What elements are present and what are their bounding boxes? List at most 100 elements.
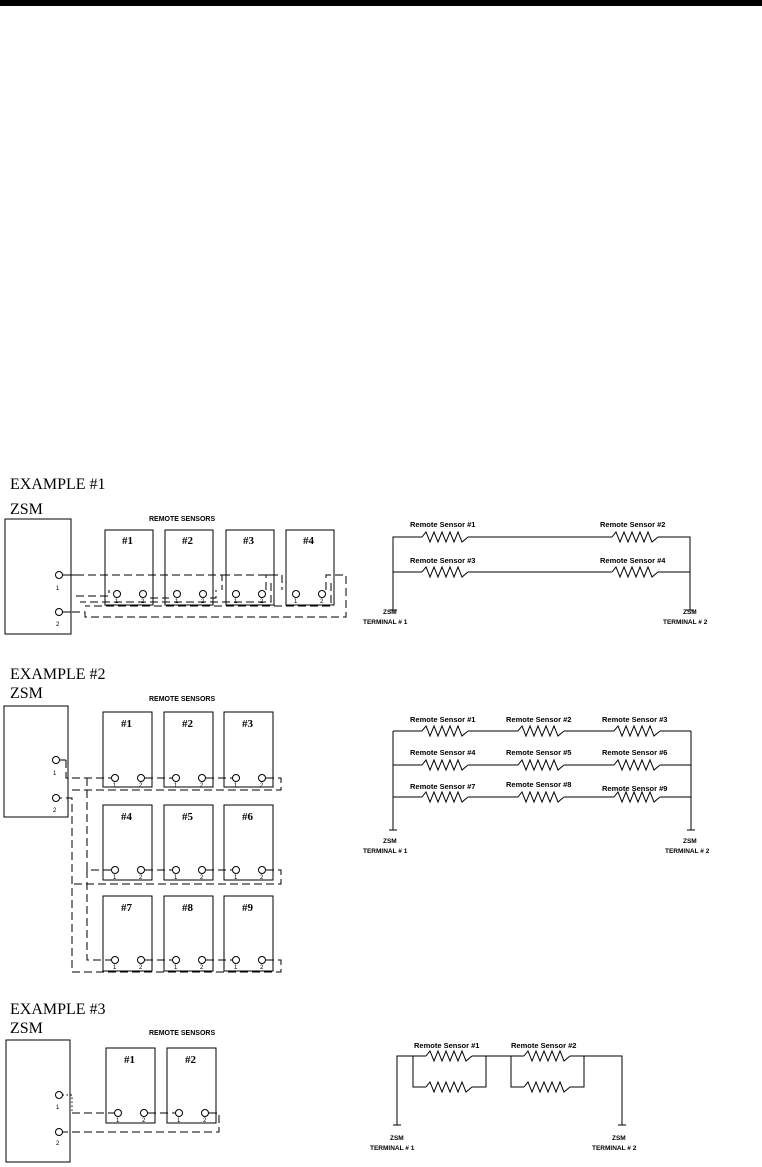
example-2: EXAMPLE #2 ZSM 1 2 REMOTE SENSORS #1 #2 …: [3, 666, 710, 973]
example-3-s1-terminal-2: [140, 1109, 148, 1117]
example-2-sch-r2-c1: Remote Sensor #4: [410, 748, 476, 757]
example-2-s7-pin-1: 1: [113, 965, 117, 971]
example-2-sensor-8: [163, 895, 214, 972]
example-2-s8-terminal-2: [198, 956, 206, 964]
example-1-sensor-2-label: #2: [182, 535, 194, 547]
example-2-s2-pin-1: 1: [174, 783, 178, 789]
example-1-s2-terminal-2: [199, 590, 207, 598]
example-1-sensor-2: [164, 529, 214, 606]
example-3-zsm-label: ZSM: [10, 1020, 43, 1037]
example-2-sch-r1-c1: Remote Sensor #1: [410, 715, 475, 724]
example-2-s1-pin-2: 2: [139, 783, 143, 789]
example-2-zsm-pin-1: 1: [53, 771, 57, 777]
example-1-zsm-pin-2: 2: [56, 622, 60, 628]
example-3-sch-label-2: Remote Sensor #2: [511, 1041, 576, 1050]
example-2-s8-pin-2: 2: [200, 965, 204, 971]
example-3-remote-sensors-label: REMOTE SENSORS: [149, 1030, 215, 1037]
example-2-sensor-3-label: #3: [242, 718, 254, 730]
example-2-s1-pin-1: 1: [113, 783, 117, 789]
example-2-sch-r3-c1: Remote Sensor #7: [410, 782, 475, 791]
example-2-s2-terminal-1: [172, 774, 180, 782]
example-3-sensor-1: [105, 1047, 156, 1124]
example-2-schematic: Remote Sensor #1 Remote Sensor #2 Remote…: [363, 715, 710, 855]
example-1-term-right-line2: TERMINAL # 2: [663, 619, 708, 626]
example-3-sch-label-1: Remote Sensor #1: [414, 1041, 479, 1050]
example-2-s4-pin-1: 1: [113, 875, 117, 881]
example-2-s7-terminal-1: [111, 956, 119, 964]
example-1-title: EXAMPLE #1: [10, 476, 106, 493]
example-2-zsm-pin-2: 2: [53, 808, 57, 814]
example-1-remote-sensors-label: REMOTE SENSORS: [149, 516, 215, 523]
example-3-s2-terminal-1: [175, 1109, 183, 1117]
example-2-zsm-label: ZSM: [10, 685, 43, 702]
example-2-s1-terminal-2: [137, 774, 145, 782]
example-3-title: EXAMPLE #3: [10, 1001, 106, 1018]
example-2-sensor-6: [223, 804, 274, 881]
example-2-sensor-1-label: #1: [121, 718, 132, 730]
example-3-sensor-2-label: #2: [185, 1054, 197, 1066]
example-2-term-left-line1: ZSM: [383, 838, 397, 845]
example-2-sensor-4-label: #4: [121, 811, 133, 823]
example-3-term-left-line1: ZSM: [390, 1135, 404, 1142]
example-2-s5-pin-2: 2: [200, 875, 204, 881]
example-2-sensor-9-label: #9: [242, 902, 254, 914]
example-2-s5-terminal-1: [172, 866, 180, 874]
example-1-s4-pin-1: 1: [294, 599, 298, 605]
example-3-term-right-line2: TERMINAL # 2: [592, 1145, 637, 1152]
example-2-s3-terminal-1: [232, 774, 240, 782]
example-2-s8-terminal-1: [172, 956, 180, 964]
example-2-s7-pin-2: 2: [139, 965, 143, 971]
example-3-s2-pin-1: 1: [177, 1118, 181, 1124]
example-2-sch-r2-c2: Remote Sensor #5: [506, 748, 571, 757]
example-3-wiring: [62, 1094, 220, 1133]
example-3-zsm-terminal-2: [55, 1128, 63, 1136]
example-2-s3-terminal-2: [258, 774, 266, 782]
example-2-sensor-2-label: #2: [182, 718, 194, 730]
example-3-sensor-2: [166, 1047, 217, 1124]
example-2-sensor-7-label: #7: [121, 902, 133, 914]
example-2-s3-pin-2: 2: [260, 783, 264, 789]
example-2-sensor-4: [102, 804, 153, 881]
example-1: EXAMPLE #1 ZSM 1 2 REMOTE SENSORS #1 #2 …: [4, 476, 708, 635]
example-1-zsm-label: ZSM: [10, 501, 43, 518]
example-2-zsm-terminal-1: [52, 756, 60, 764]
example-1-zsm-terminal-2: [55, 608, 63, 616]
example-2-sensor-5: [163, 804, 214, 881]
example-2-s8-pin-1: 1: [174, 965, 178, 971]
example-2-sensor-terminals: [111, 774, 266, 964]
example-2-term-right-line2: TERMINAL # 2: [665, 848, 710, 855]
example-2-sch-r1-c3: Remote Sensor #3: [602, 715, 667, 724]
example-1-sensor-3-label: #3: [243, 535, 255, 547]
example-1-s2-terminal-1: [173, 590, 181, 598]
example-2-sch-r3-c3: Remote Sensor #9: [602, 784, 667, 793]
example-2-s6-terminal-2: [258, 866, 266, 874]
example-2-remote-sensors-label: REMOTE SENSORS: [149, 696, 215, 703]
example-1-term-left-line2: TERMINAL # 1: [363, 619, 408, 626]
example-3-sensor-1-label: #1: [124, 1054, 135, 1066]
example-3-zsm-pin-1: 1: [56, 1105, 60, 1111]
example-2-title: EXAMPLE #2: [10, 666, 106, 683]
example-2-wiring: [59, 759, 282, 973]
example-1-term-right-line1: ZSM: [683, 609, 697, 616]
example-2-s9-pin-1: 1: [234, 965, 238, 971]
example-2-s4-terminal-1: [111, 866, 119, 874]
example-2-sensor-6-label: #6: [242, 811, 254, 823]
example-1-s4-pin-2: 2: [320, 599, 324, 605]
example-2-sch-r2-c3: Remote Sensor #6: [602, 748, 667, 757]
example-3-term-right-line1: ZSM: [612, 1135, 626, 1142]
example-1-s1-terminal-2: [139, 590, 147, 598]
example-1-wiring: [62, 574, 347, 618]
example-2-s9-terminal-2: [258, 956, 266, 964]
example-2-term-left-line2: TERMINAL # 1: [363, 848, 408, 855]
example-1-schematic: Remote Sensor #1 Remote Sensor #2 Remote…: [363, 520, 708, 626]
example-2-s7-terminal-2: [137, 956, 145, 964]
example-2-s6-terminal-1: [232, 866, 240, 874]
example-2-s2-terminal-2: [198, 774, 206, 782]
example-2-sensor-5-label: #5: [182, 811, 194, 823]
example-3-schematic: Remote Sensor #1 Remote Sensor #2 ZSM TE…: [370, 1041, 637, 1152]
example-1-sch-r2-c2: Remote Sensor #4: [600, 556, 666, 565]
example-2-term-right-line1: ZSM: [683, 838, 697, 845]
example-1-s4-terminal-1: [292, 590, 300, 598]
example-2-s9-pin-2: 2: [260, 965, 264, 971]
